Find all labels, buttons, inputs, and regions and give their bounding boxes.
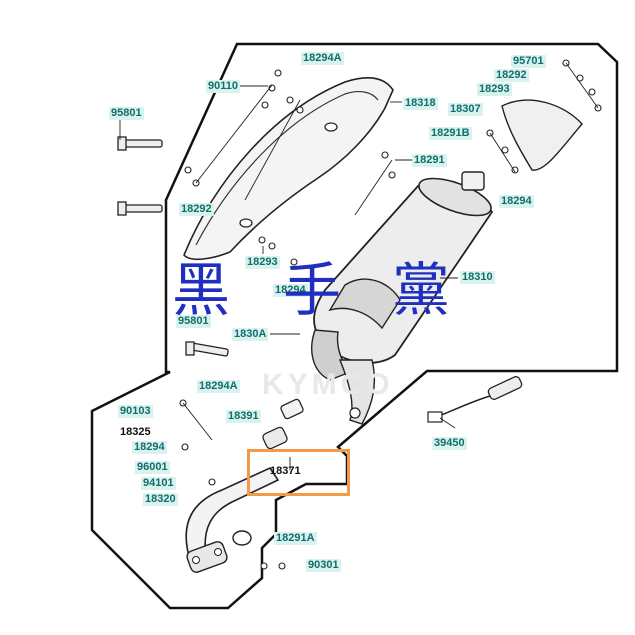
part-label-1830A: 1830A <box>232 328 269 341</box>
highlight-box <box>247 449 350 496</box>
part-label-94101: 94101 <box>141 477 176 490</box>
part-label-18294A-low: 18294A <box>197 380 240 393</box>
o2-connector <box>427 411 443 423</box>
o2-sensor-body <box>487 376 523 400</box>
kymco-watermark: KYMCO <box>262 368 394 401</box>
watermark-char-3: 黨 <box>392 256 451 324</box>
tail-cover <box>501 99 583 171</box>
part-label-95801-mid: 95801 <box>176 315 211 328</box>
part-label-18320: 18320 <box>143 493 178 506</box>
part-label-18291B: 18291B <box>429 127 472 140</box>
part-label-90103: 90103 <box>118 405 153 418</box>
shield-hole <box>239 218 253 228</box>
part-label-18294-low: 18294 <box>132 441 167 454</box>
part-label-18291: 18291 <box>412 154 447 167</box>
watermark-char-1: 黑 <box>172 256 231 324</box>
gasket-18291A <box>232 530 252 546</box>
heat-shield-rim <box>195 90 379 246</box>
part-label-18391: 18391 <box>226 410 261 423</box>
part-label-18294-right: 18294 <box>499 195 534 208</box>
watermark-char-2: 手 <box>283 256 342 324</box>
part-label-39450: 39450 <box>432 437 467 450</box>
part-label-18294A: 18294A <box>301 52 344 65</box>
gasket-18371 <box>262 426 288 450</box>
part-label-18318: 18318 <box>403 97 438 110</box>
heat-shield <box>183 77 394 261</box>
muffler-band <box>328 278 401 330</box>
part-label-95701: 95701 <box>511 55 546 68</box>
connector-lines <box>182 62 599 441</box>
mount-bracket <box>338 359 376 425</box>
part-label-95801: 95801 <box>109 107 144 120</box>
part-label-18325: 18325 <box>120 426 151 438</box>
part-label-18294: 18294 <box>273 284 308 297</box>
part-label-18310: 18310 <box>460 271 495 284</box>
tail-pipe <box>461 171 485 191</box>
flange-hole <box>214 548 222 556</box>
part-label-18371: 18371 <box>270 465 301 477</box>
part-label-18293-right: 18293 <box>477 83 512 96</box>
part-label-96001: 96001 <box>135 461 170 474</box>
part-label-18307: 18307 <box>448 103 483 116</box>
shield-hole <box>324 122 338 132</box>
muffler-endcap <box>418 177 492 217</box>
part-label-18291A: 18291A <box>274 532 317 545</box>
bolts-95801 <box>117 136 229 357</box>
flange-hole <box>192 556 200 564</box>
gasket-18391 <box>280 398 304 420</box>
part-label-18292-right: 18292 <box>494 69 529 82</box>
part-label-18293: 18293 <box>245 256 280 269</box>
part-label-90110: 90110 <box>206 80 240 93</box>
bracket-bolt <box>349 407 361 419</box>
part-label-90301: 90301 <box>306 559 341 572</box>
part-label-18292: 18292 <box>179 203 214 216</box>
